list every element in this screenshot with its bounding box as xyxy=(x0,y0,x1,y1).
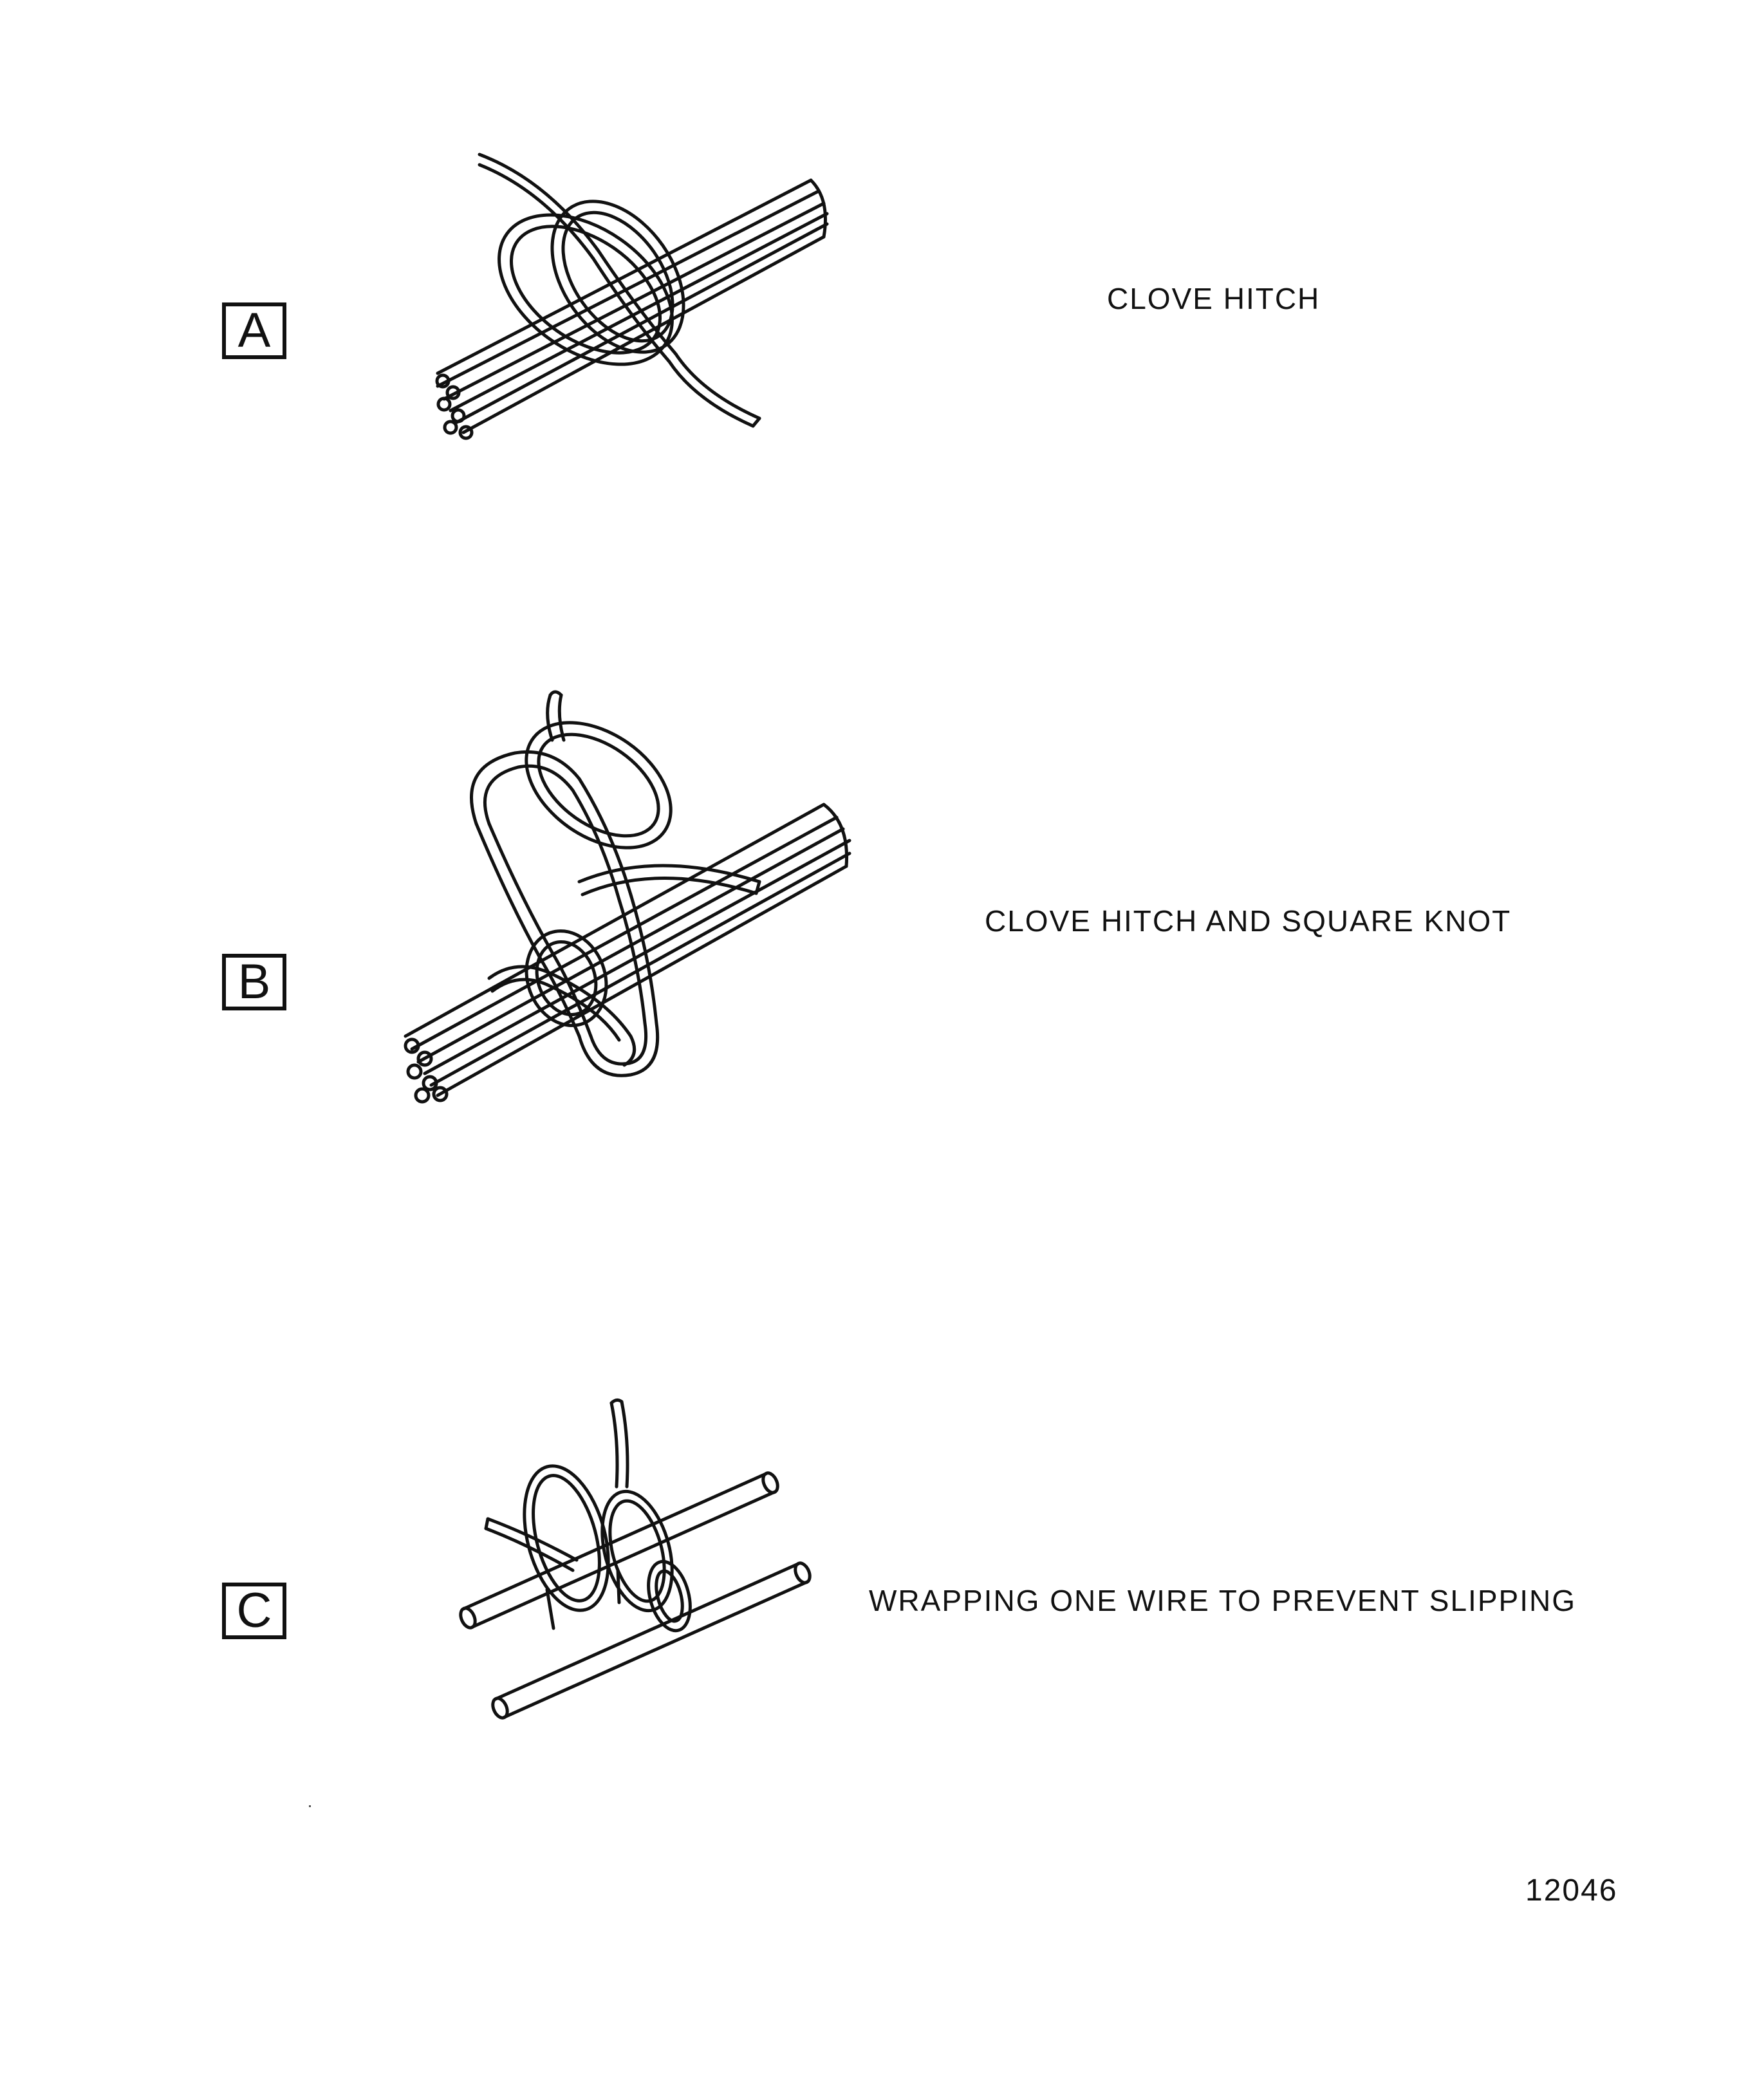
twine xyxy=(484,1398,692,1633)
caption-c: WRAPPING ONE WIRE TO PREVENT SLIPPING xyxy=(869,1584,1576,1617)
scan-speck xyxy=(309,1805,311,1807)
panel-label-a: A xyxy=(222,302,286,359)
caption-b: CLOVE HITCH AND SQUARE KNOT xyxy=(985,904,1512,938)
panel-b: B xyxy=(0,644,1757,1158)
wire-upper xyxy=(459,1471,779,1630)
panel-c: C xyxy=(0,1352,1757,1802)
figure-number: 12046 xyxy=(1525,1873,1618,1908)
wire-bundle xyxy=(435,178,829,440)
twine xyxy=(478,153,761,428)
panel-label-c: C xyxy=(222,1583,286,1639)
caption-a: CLOVE HITCH xyxy=(1107,282,1321,315)
panel-label-b: B xyxy=(222,954,286,1010)
clove-hitch-illustration xyxy=(435,153,829,440)
wrapping-wire-illustration xyxy=(459,1398,812,1720)
panel-a: A CLOVE HITCH xyxy=(0,0,1757,515)
twine xyxy=(470,690,761,1077)
wire-lower xyxy=(491,1561,812,1720)
clove-hitch-square-knot-illustration xyxy=(404,690,851,1104)
